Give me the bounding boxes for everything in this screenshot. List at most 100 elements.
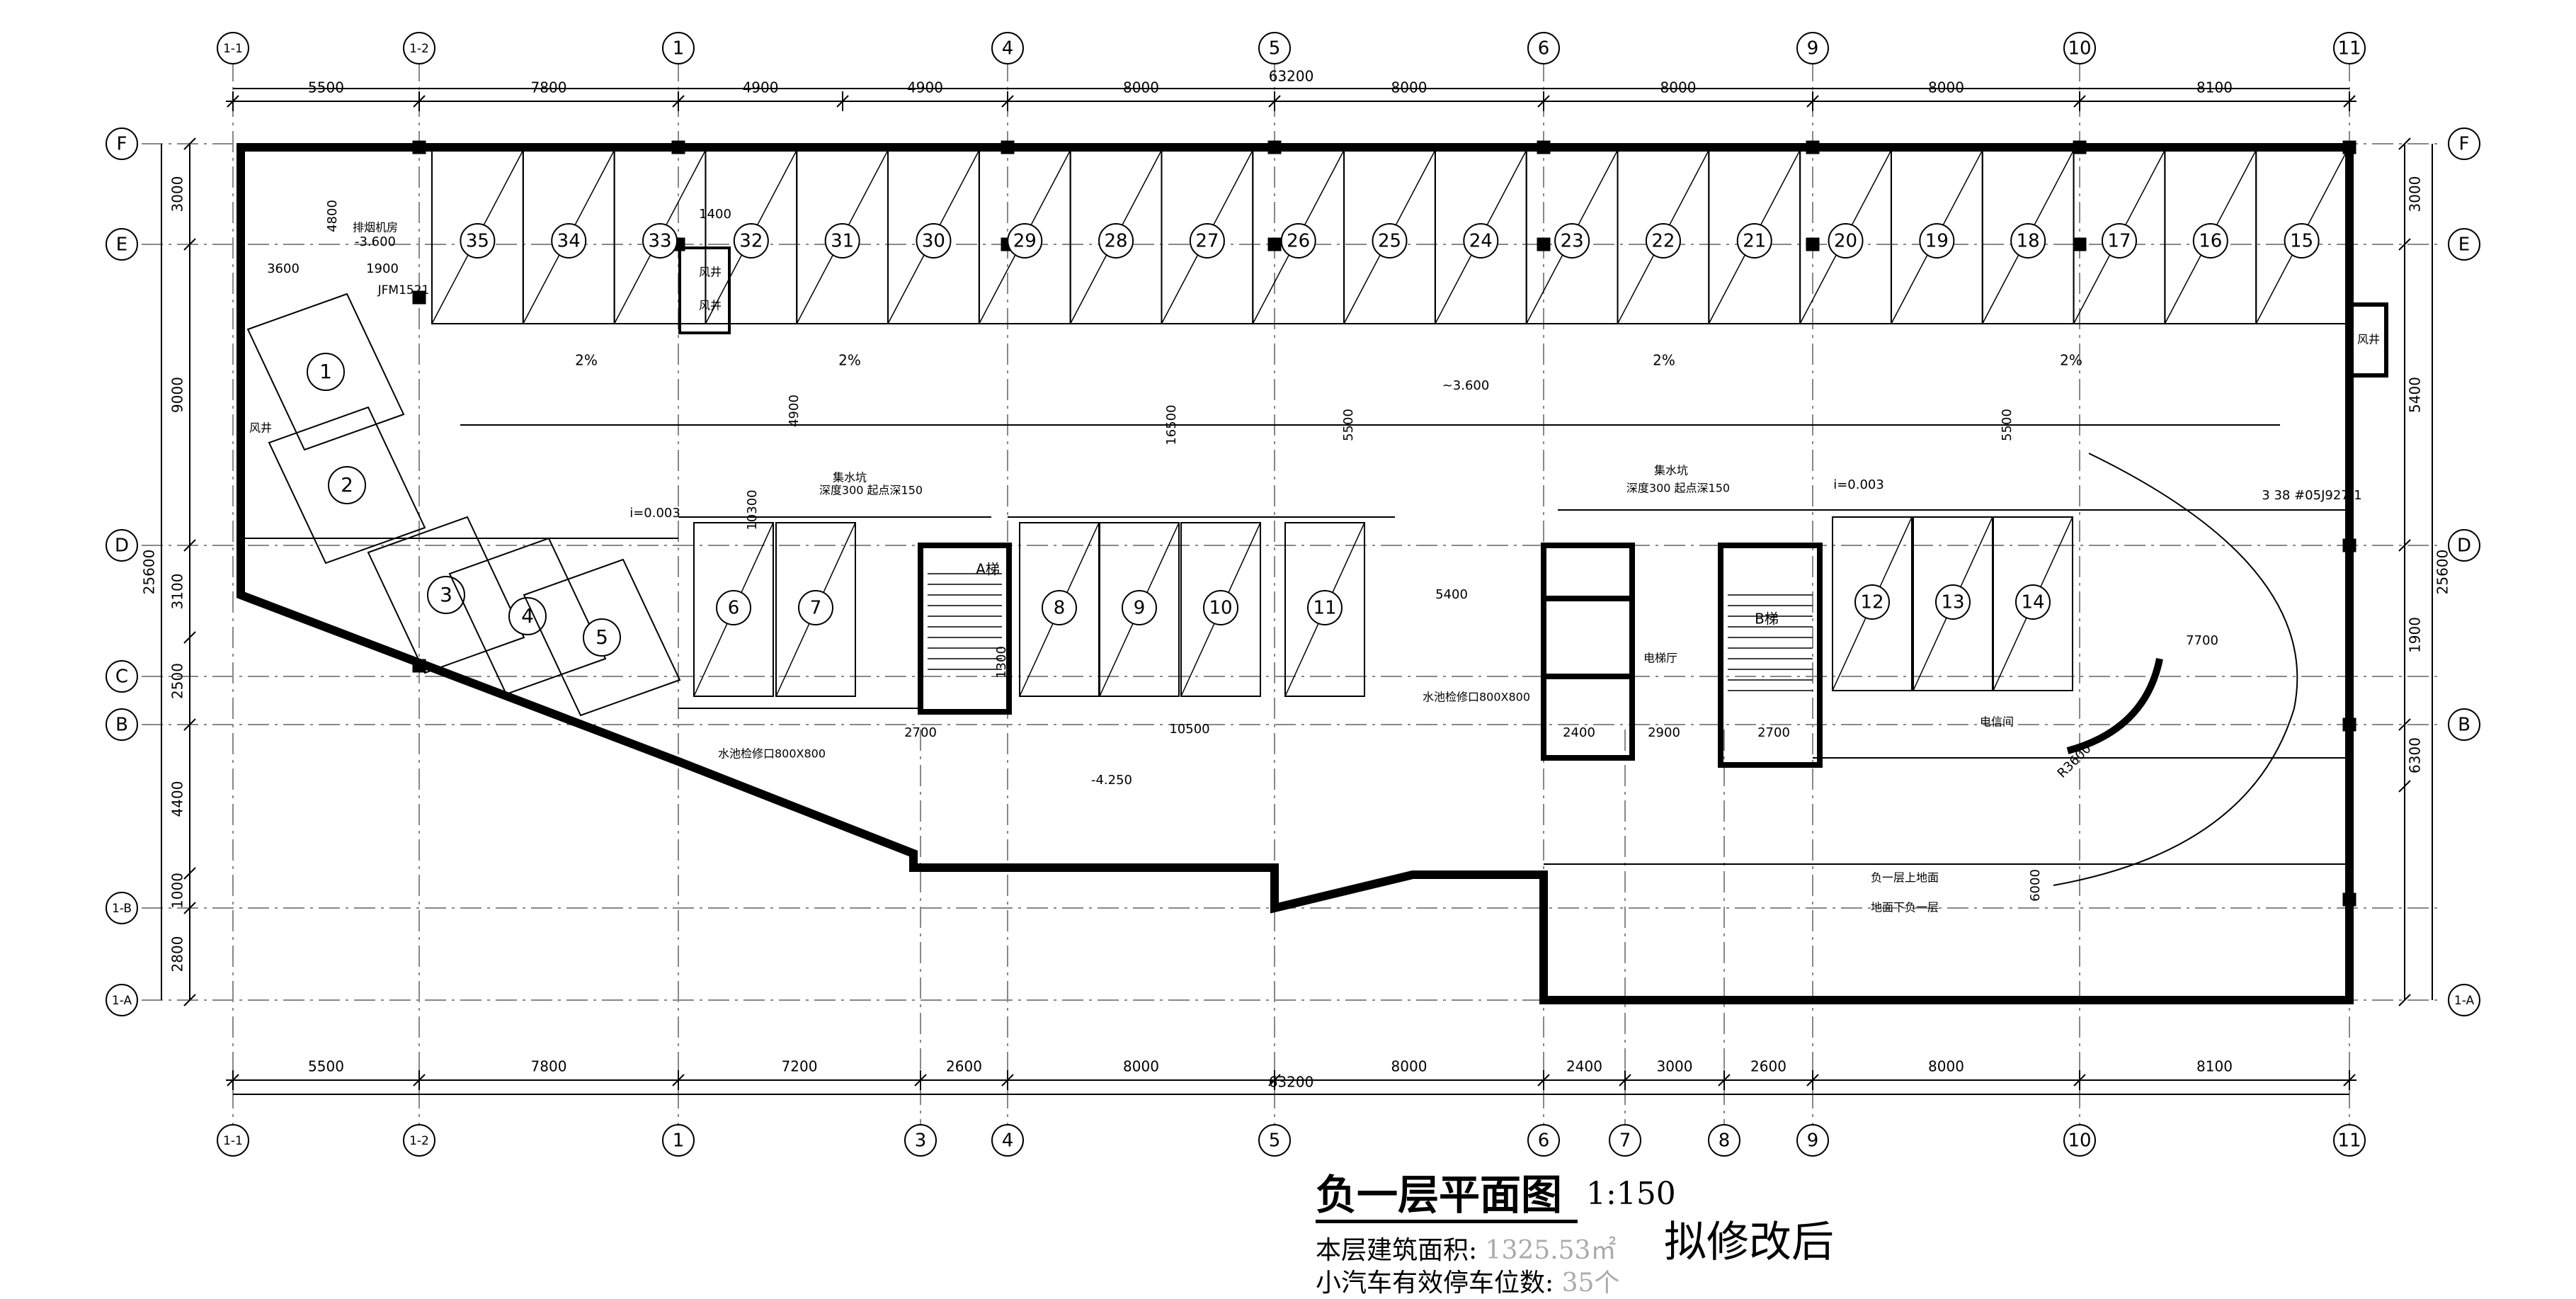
axis-bubble — [217, 1124, 249, 1157]
exterior-wall — [236, 143, 2354, 1004]
stall-number-circle — [328, 466, 366, 504]
column — [2342, 717, 2356, 732]
dim-text: 8000 — [1391, 79, 1427, 96]
dim-tick — [183, 238, 196, 251]
dim-tick — [183, 631, 196, 644]
axis-label: 5 — [1269, 38, 1281, 59]
dim-text: 4900 — [743, 79, 779, 96]
parking-count-line: 小汽车有效停车位数: 35个 — [1316, 1262, 1619, 1299]
dim-text: 1000 — [169, 873, 186, 909]
axis-bubble — [1796, 32, 1829, 64]
stall-number-circle — [2284, 223, 2320, 259]
annotation-text: 5500 — [2000, 409, 2014, 441]
annotation-text: 负一层上地面 — [1871, 871, 1939, 885]
column — [1001, 140, 1015, 154]
stall-number-circle — [1280, 223, 1316, 259]
parking-count-label: 小汽车有效停车位数: — [1316, 1269, 1554, 1298]
axis-bubble — [2448, 529, 2480, 562]
dimension-lines — [161, 88, 2433, 1095]
floor-area-label: 本层建筑面积: — [1316, 1236, 1478, 1265]
axis-label: 9 — [1807, 38, 1819, 59]
core-wall — [1541, 674, 1635, 761]
parking-count-value: 35个 — [1561, 1269, 1620, 1298]
annotation-text: 风井 — [699, 266, 722, 279]
axis-bubble — [106, 708, 138, 741]
stall-number: 4 — [521, 604, 534, 628]
stall-number-circle — [2192, 223, 2228, 259]
annotation-text: 2% — [838, 352, 861, 369]
stall-number: 32 — [739, 231, 763, 252]
axis-label: 1 — [673, 1130, 685, 1152]
dim-text: 9000 — [169, 377, 186, 413]
axis-label: 1-2 — [409, 42, 429, 56]
core-wall — [918, 543, 1012, 715]
axis-bubble — [662, 32, 695, 64]
axis-bubble — [1609, 1124, 1641, 1157]
core-wall — [1718, 543, 1823, 768]
dim-text: 4900 — [907, 79, 943, 96]
stall-number: 33 — [648, 231, 671, 252]
dim-text: 8100 — [2196, 79, 2233, 96]
parking-stall — [1832, 516, 1913, 691]
stall-number: 28 — [1105, 231, 1128, 252]
dim-tick — [2398, 718, 2411, 731]
annotation-text: i=0.003 — [1833, 477, 1884, 492]
annotation-text: 深度300 起点深150 — [1626, 482, 1730, 495]
annotation-text: 16500 — [1164, 404, 1179, 445]
annotation-text: 深度300 起点深150 — [819, 484, 923, 497]
stall-number-circle — [1098, 223, 1134, 259]
axis-bubble — [2448, 228, 2480, 261]
column — [412, 290, 426, 305]
axis-bubble — [2333, 32, 2366, 64]
dim-text: 3000 — [169, 176, 186, 212]
annotation-text: 7700 — [2186, 633, 2218, 648]
dim-tick — [183, 902, 196, 914]
annotation-text: ~3.600 — [1442, 378, 1490, 393]
annotation-text: 4900 — [787, 395, 802, 427]
axis-bubble — [106, 529, 138, 562]
annotation-text: 2400 — [1563, 725, 1595, 740]
annotation-text: 2% — [2060, 352, 2082, 369]
interior-partitions — [241, 246, 2388, 886]
annotation-text: 6000 — [2028, 869, 2043, 902]
stall-number: 7 — [810, 598, 822, 619]
dim-text: 8000 — [1928, 1058, 1964, 1075]
column — [1537, 237, 1551, 251]
dim-text: 5400 — [2407, 377, 2424, 413]
axis-label: 8 — [1719, 1130, 1731, 1152]
axis-label: 1 — [673, 38, 685, 59]
annotation-text: 3 38 #05J927-1 — [2262, 488, 2361, 503]
dim-tick — [2398, 539, 2411, 552]
axis-label: E — [2458, 234, 2470, 256]
drawing-title: 负一层平面图 — [1316, 1171, 1563, 1219]
axis-bubble — [106, 984, 138, 1016]
annotation-text: 风井 — [699, 299, 722, 312]
axis-label: C — [115, 666, 128, 688]
axis-bubble — [904, 1124, 937, 1157]
dim-text: 5500 — [308, 79, 344, 96]
annotation-text: 5500 — [1341, 409, 1356, 441]
annotation-text: -3.600 — [355, 234, 396, 249]
annotation-text: -4.250 — [1091, 773, 1132, 788]
dim-text: 2600 — [1750, 1058, 1786, 1075]
annotation-text: i=0.003 — [629, 506, 680, 521]
axis-bubble — [403, 32, 435, 64]
stall-number: 22 — [1651, 231, 1675, 252]
stall-number: 27 — [1195, 231, 1219, 252]
stall-number-circle — [716, 590, 751, 625]
axis-label: 1-2 — [409, 1134, 429, 1148]
stall-number-circle — [1736, 223, 1772, 259]
annotation-text: 水池检修口800X800 — [718, 747, 826, 761]
dim-text: 8000 — [1123, 1058, 1159, 1075]
axis-label: F — [2459, 134, 2470, 155]
stall-number-circle — [1372, 223, 1408, 259]
stall-number: 17 — [2107, 231, 2131, 252]
column — [671, 140, 685, 154]
stall-number: 12 — [1860, 592, 1883, 613]
axis-bubble — [403, 1124, 435, 1157]
annotation-text: B梯 — [1755, 611, 1779, 628]
stall-number-circle — [733, 223, 769, 259]
dim-total-text: 25600 — [141, 550, 158, 595]
column — [1267, 237, 1282, 251]
annotation-text: 地面下负一层 — [1871, 901, 1939, 914]
